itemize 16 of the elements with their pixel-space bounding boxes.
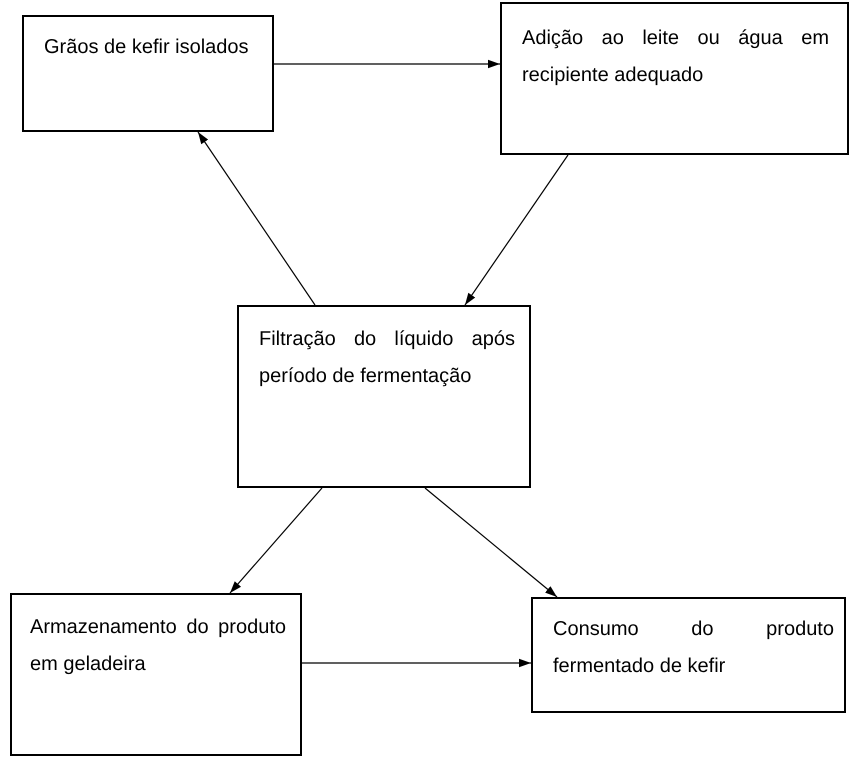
process-box xyxy=(237,305,531,488)
arrow xyxy=(424,488,558,598)
process-box xyxy=(500,2,849,155)
arrow xyxy=(274,60,500,68)
arrow xyxy=(464,154,568,306)
process-box xyxy=(10,593,302,756)
arrow xyxy=(302,658,531,668)
step-text: Consumo do produto fermentado de kefir xyxy=(553,617,834,679)
step-text: Armazenamento do produto em geladeira xyxy=(30,615,286,677)
step-text: Filtração do líquido após período de fermentação xyxy=(259,327,515,389)
step-text: Adição ao leite ou água em recipiente adequado xyxy=(522,26,829,88)
arrow xyxy=(198,132,316,306)
process-box xyxy=(531,597,846,713)
process-box xyxy=(22,15,274,132)
arrow xyxy=(230,488,322,594)
step-text: Grãos de kefir isolados xyxy=(44,35,250,60)
